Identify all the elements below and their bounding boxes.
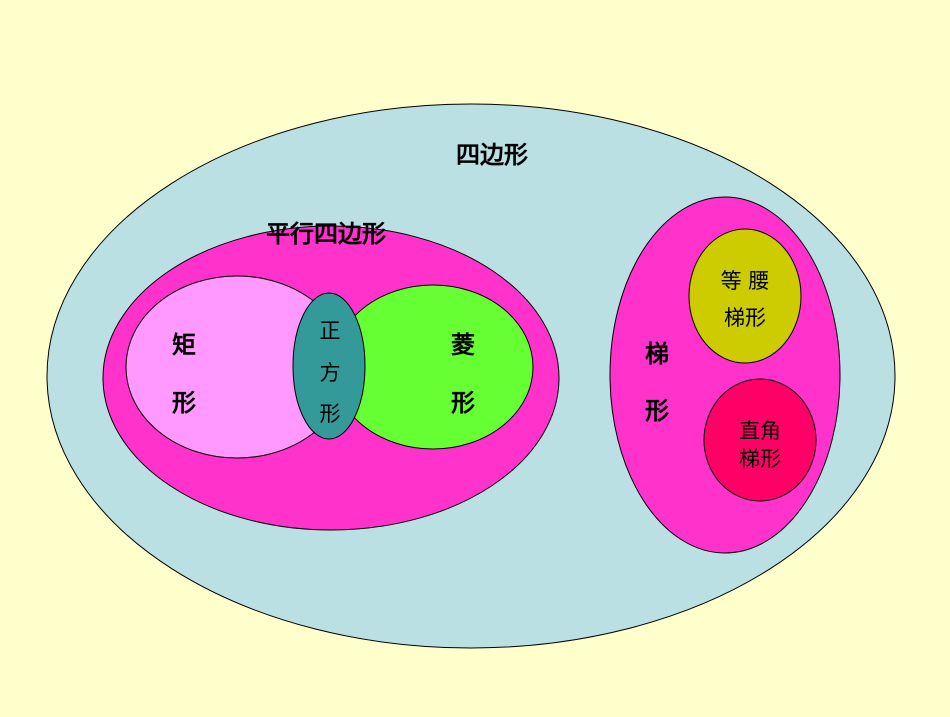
- square-label-line-2: 方: [320, 361, 341, 385]
- parallelogram-label: 平行四边形: [266, 220, 386, 248]
- right-trapezoid-label-line-2: 梯形: [739, 447, 781, 471]
- trapezoid-label-line-2: 形: [645, 397, 669, 425]
- rectangle-label-line-1: 矩: [172, 331, 196, 359]
- right-trapezoid-label-line-1: 直角: [739, 419, 781, 443]
- isosceles-trapezoid-label-line-2: 梯形: [724, 306, 766, 330]
- square-region: [292, 292, 366, 440]
- isosceles-trapezoid-region: [688, 228, 802, 364]
- rectangle-label-line-2: 形: [172, 389, 196, 417]
- rhombus-label-line-2: 形: [451, 389, 475, 417]
- square-label-line-1: 正: [320, 319, 341, 343]
- trapezoid-label-line-1: 梯: [645, 340, 669, 368]
- right-trapezoid-region: [703, 378, 817, 502]
- isosceles-trapezoid-label-line-1: 等 腰: [721, 269, 770, 293]
- square-label-line-3: 形: [320, 402, 341, 426]
- rhombus-label-line-1: 菱: [451, 331, 475, 359]
- quadrilateral-label: 四边形: [456, 141, 528, 169]
